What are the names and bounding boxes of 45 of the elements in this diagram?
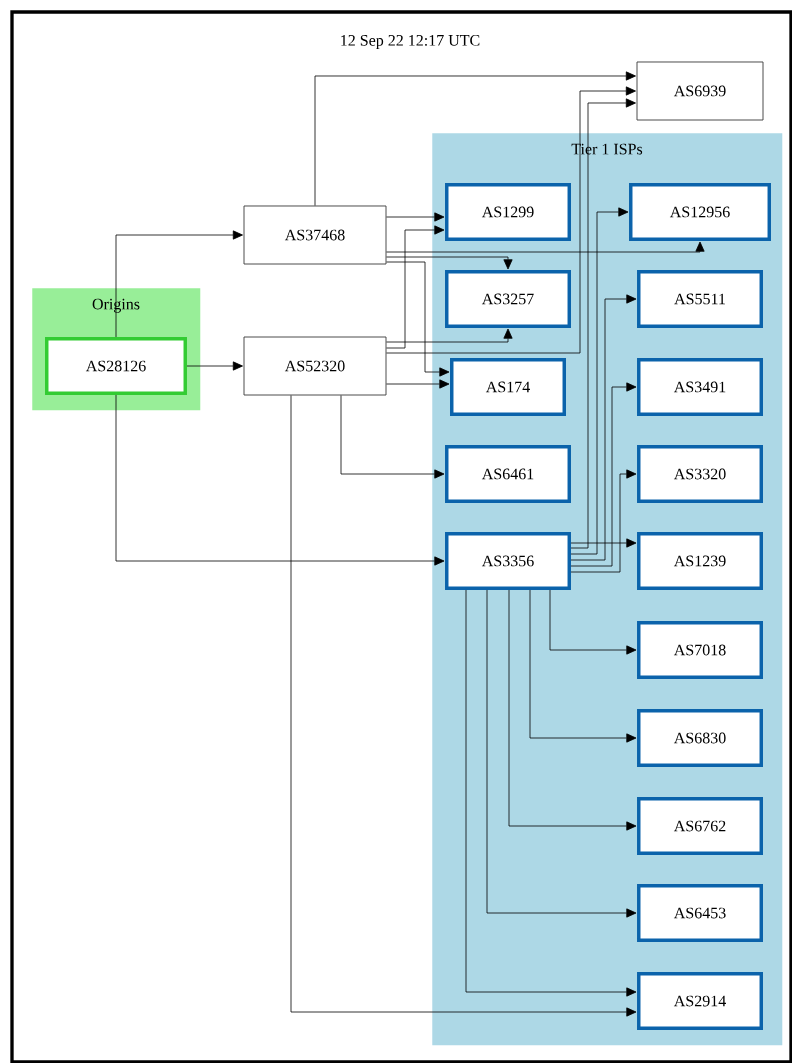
arrow xyxy=(386,261,450,377)
as-box: AS174 xyxy=(450,358,566,416)
arrow xyxy=(115,230,243,338)
as-box: AS3491 xyxy=(637,358,763,416)
as-box: AS6461 xyxy=(445,445,571,503)
arrow xyxy=(115,394,445,566)
as-box: AS28126 xyxy=(45,337,187,395)
arrow xyxy=(570,98,636,549)
arrow xyxy=(314,71,636,206)
as-box: AS7018 xyxy=(637,621,763,679)
arrow xyxy=(486,589,637,918)
as-box: AS2914 xyxy=(637,972,763,1030)
arrow xyxy=(386,225,445,349)
as-box: AS12956 xyxy=(629,183,771,241)
as-box: AS5511 xyxy=(637,270,763,328)
as-box: AS6453 xyxy=(637,884,763,942)
as-box: AS3320 xyxy=(637,445,763,503)
arrow xyxy=(465,589,637,997)
as-box: AS6830 xyxy=(637,709,763,767)
arrow xyxy=(570,382,637,567)
arrow xyxy=(386,379,450,389)
arrow xyxy=(386,212,445,222)
as-box: AS3356 xyxy=(445,532,571,590)
arrow xyxy=(570,207,629,555)
arrow xyxy=(570,294,637,561)
as-box: AS6762 xyxy=(637,797,763,855)
arrow xyxy=(290,395,637,1017)
as-box: AS1299 xyxy=(445,183,571,241)
title: 12 Sep 22 12:17 UTC xyxy=(341,35,480,49)
arrow xyxy=(386,241,705,253)
arrow xyxy=(386,86,636,354)
arrow xyxy=(386,328,513,343)
arrow xyxy=(529,589,637,743)
as-box: AS37468 xyxy=(243,205,387,265)
as-box: AS3257 xyxy=(445,270,571,328)
arrow xyxy=(570,538,637,548)
as-box: AS6939 xyxy=(636,61,764,121)
arrow xyxy=(570,469,637,573)
as-box: AS52320 xyxy=(243,336,387,396)
arrow xyxy=(549,589,637,655)
as-box: AS1239 xyxy=(637,532,763,590)
arrow xyxy=(386,256,513,270)
arrow xyxy=(508,589,637,831)
arrow xyxy=(340,395,445,479)
arrow xyxy=(186,361,243,371)
